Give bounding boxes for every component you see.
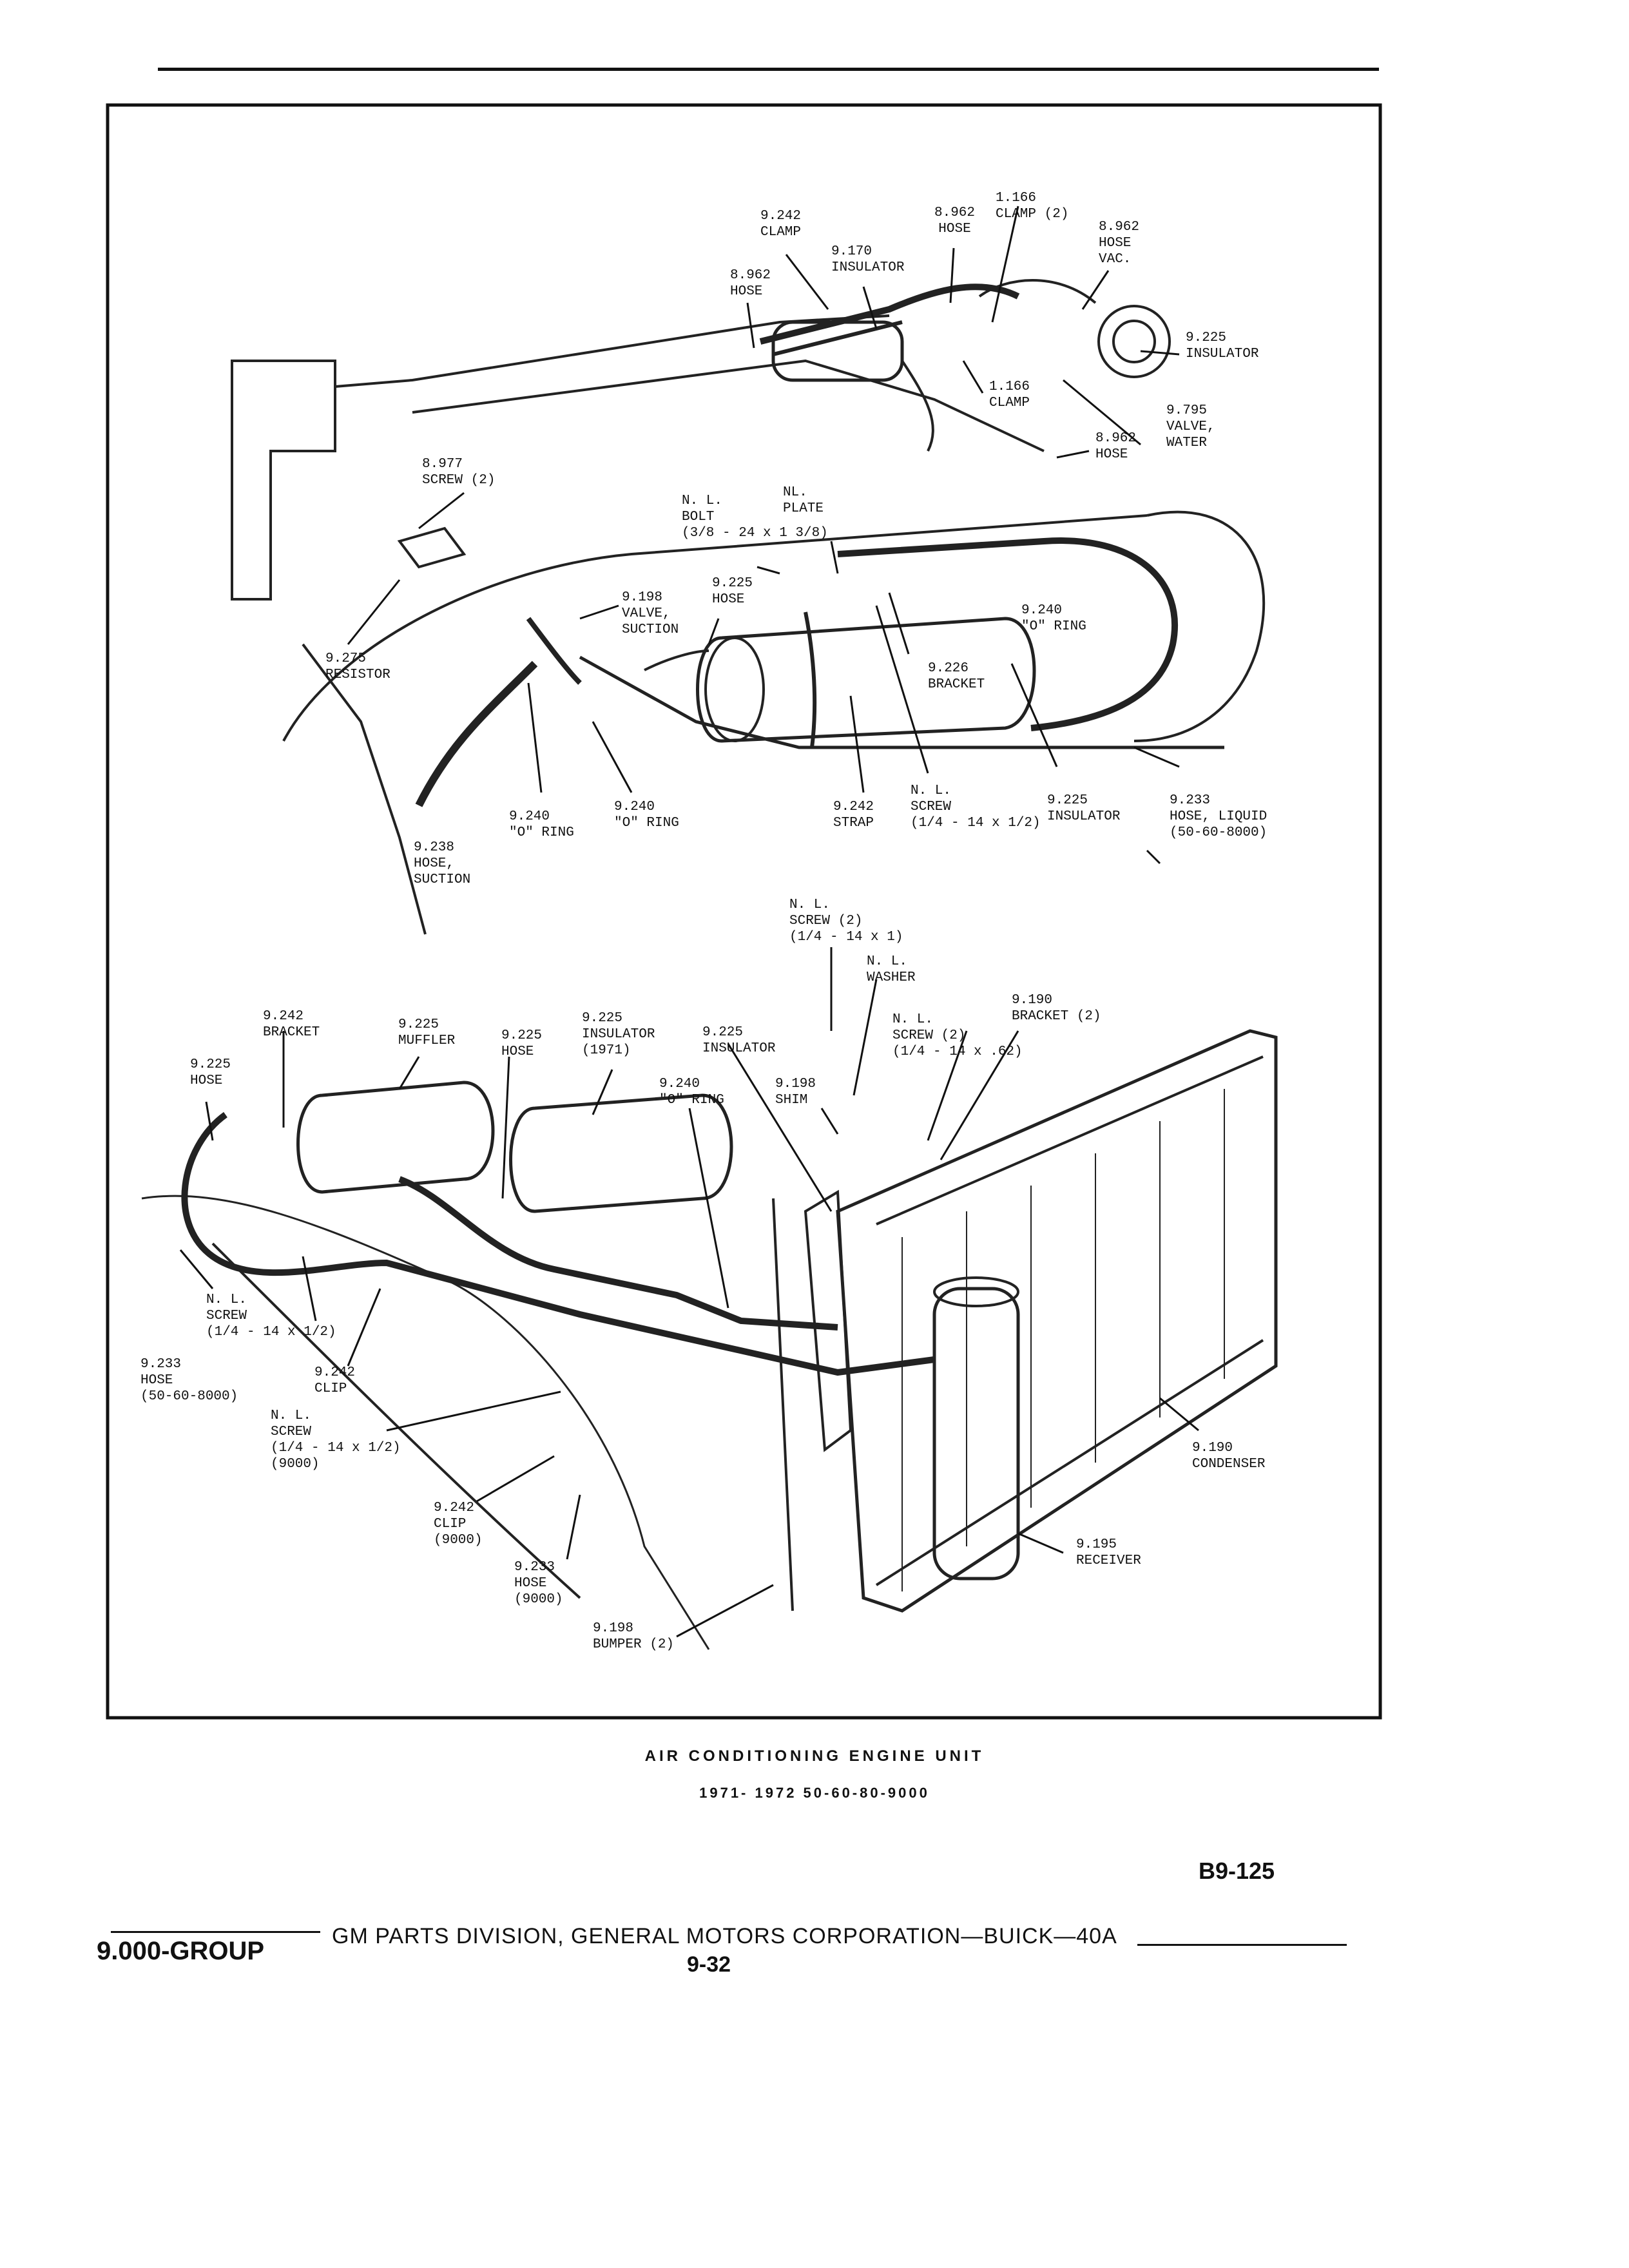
callout-9240-o-ring-lower: 9.240 "O" RING xyxy=(659,1077,724,1108)
callout-8962-hose-right: 8.962 HOSE xyxy=(1095,431,1137,462)
callout-8962-hose-top: 8.962 HOSE xyxy=(934,206,976,236)
top-rule xyxy=(158,68,1379,71)
callout-9242-clamp: 9.242 CLAMP xyxy=(760,209,802,240)
figure-frame xyxy=(106,103,1382,1720)
footer-rule-right xyxy=(1137,1944,1347,1946)
callout-nl-washer: N. L. WASHER xyxy=(867,954,916,985)
callout-nl-plate: NL. PLATE xyxy=(783,485,824,516)
callout-9225-insulator: 9.225 INSULATOR xyxy=(702,1025,776,1056)
callout-9190-condenser: 9.190 CONDENSER xyxy=(1192,1441,1266,1472)
callout-9242-bracket: 9.242 BRACKET xyxy=(263,1009,320,1040)
callout-9198-valve-suction: 9.198 VALVE, SUCTION xyxy=(622,590,679,637)
callout-9225-muffler: 9.225 MUFFLER xyxy=(398,1017,456,1048)
callout-9233-hose-liquid: 9.233 HOSE, LIQUID (50-60-8000) xyxy=(1170,793,1268,840)
callout-9240-o-ring-mid: 9.240 "O" RING xyxy=(614,800,679,831)
callout-1166-clamp-2: 1.166 CLAMP (2) xyxy=(996,191,1069,222)
callout-8962-hose-vac: 8.962 HOSE VAC. xyxy=(1099,220,1140,267)
callout-8977-screw: 8.977 SCREW (2) xyxy=(422,457,496,488)
callout-9198-bumper: 9.198 BUMPER (2) xyxy=(593,1621,675,1652)
callout-9233-hose: 9.233 HOSE (50-60-8000) xyxy=(140,1357,238,1404)
callout-8962-hose-left: 8.962 HOSE xyxy=(730,268,771,299)
upper-engine-illustration xyxy=(231,279,1266,935)
leader-lines xyxy=(179,206,1199,1638)
callout-1166-clamp: 1.166 CLAMP xyxy=(989,380,1030,410)
callout-9225-insulator-lower: 9.225 INSULATOR xyxy=(1047,793,1121,824)
callout-9225-hose-left: 9.225 HOSE xyxy=(190,1057,231,1088)
callout-9195-receiver: 9.195 RECEIVER xyxy=(1076,1537,1141,1568)
callout-9240-o-ring-right: 9.240 "O" RING xyxy=(1021,603,1086,634)
callout-9226-bracket: 9.226 BRACKET xyxy=(928,661,985,692)
callout-9170-insulator: 9.170 INSULATOR xyxy=(831,244,905,275)
callout-9225-insulator-upper: 9.225 INSULATOR xyxy=(1186,331,1259,361)
callout-9225-hose-mid: 9.225 HOSE xyxy=(501,1028,543,1059)
footer-rule-left xyxy=(111,1931,320,1933)
callout-9275-resistor: 9.275 RESISTOR xyxy=(325,651,390,682)
callout-9190-bracket: 9.190 BRACKET (2) xyxy=(1012,993,1101,1024)
callout-9238-hose-suction: 9.238 HOSE, SUCTION xyxy=(414,840,471,887)
callout-nl-screw-9000: N. L. SCREW (1/4 - 14 x 1/2) (9000) xyxy=(271,1408,401,1472)
callout-nl-screw-2: N. L. SCREW (2) (1/4 - 14 x 1) xyxy=(789,898,903,945)
callout-9795-valve-water: 9.795 VALVE, WATER xyxy=(1166,403,1215,450)
callout-9242-strap: 9.242 STRAP xyxy=(833,800,874,831)
callout-9198-shim: 9.198 SHIM xyxy=(775,1077,816,1108)
figure-caption-subtitle: 1971- 1972 50-60-80-9000 xyxy=(699,1785,930,1801)
footer-publisher: GM PARTS DIVISION, GENERAL MOTORS CORPOR… xyxy=(332,1924,1117,1948)
callout-9240-o-ring-left: 9.240 "O" RING xyxy=(509,809,574,840)
footer-group-label: 9.000-GROUP xyxy=(97,1937,265,1965)
callout-nl-screw-upper: N. L. SCREW (1/4 - 14 x 1/2) xyxy=(911,783,1041,831)
callout-9233-hose-9000: 9.233 HOSE (9000) xyxy=(514,1560,563,1607)
callout-9225-hose-upper: 9.225 HOSE xyxy=(712,576,753,607)
figure-caption-title: AIR CONDITIONING ENGINE UNIT xyxy=(644,1747,985,1765)
callout-9242-clip-9000: 9.242 CLIP (9000) xyxy=(434,1501,483,1548)
page-number: 9-32 xyxy=(687,1952,731,1977)
callout-9225-insulator-1971: 9.225 INSULATOR (1971) xyxy=(582,1011,655,1058)
lower-condenser-illustration xyxy=(141,1029,1278,1650)
callout-9242-clip: 9.242 CLIP xyxy=(314,1365,356,1396)
figure-id: B9-125 xyxy=(1199,1858,1275,1884)
callout-nl-screw-left: N. L. SCREW (1/4 - 14 x 1/2) xyxy=(206,1293,336,1340)
callout-nl-screw-62: N. L. SCREW (2) (1/4 - 14 x .62) xyxy=(892,1012,1023,1059)
callout-nl-bolt: N. L. BOLT (3/8 - 24 x 1 3/8) xyxy=(682,494,828,541)
